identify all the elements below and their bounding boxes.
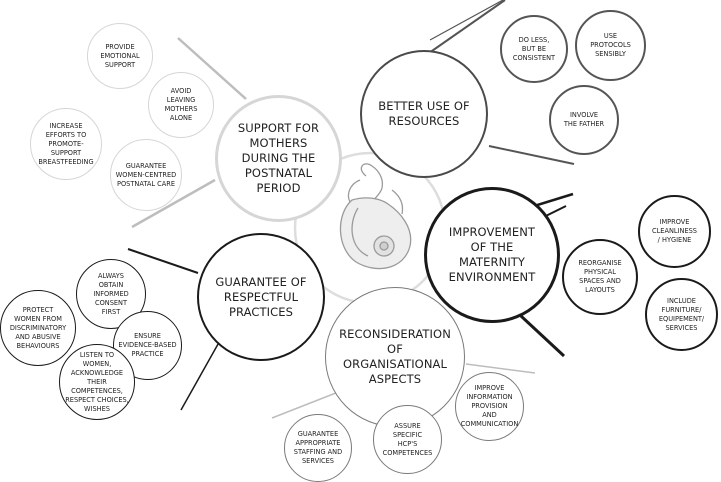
item-avoid-leaving-mothers-alone: AVOID LEAVING MOTHERS ALONE: [148, 72, 214, 138]
item-furniture-label: INCLUDE FURNITURE/ EQUIPEMENT/ SERVICES: [658, 296, 705, 332]
theme-improvement-of-maternity-environment: IMPROVEMENT OF THE MATERNITY ENVIRONMENT: [424, 187, 560, 323]
theme-guarantee-of-respectful-practices: GUARANTEE OF RESPECTFUL PRACTICES: [197, 233, 325, 361]
item-involve-father-label: INVOLVE THE FATHER: [563, 111, 605, 128]
item-assure-specific-hcp-competences: ASSURE SPECIFIC HCP's COMPETENCES: [373, 405, 442, 474]
item-protect-women-label: PROTECT WOMEN FROM DISCRIMINATORY AND AB…: [9, 305, 67, 350]
organisational-connector-2: [465, 363, 536, 374]
item-do-less-label: DO LESS, BUT BE CONSISTENT: [512, 35, 556, 62]
theme-resources-label: BETTER USE OF RESOURCES: [378, 99, 470, 128]
item-listen-to-women: LISTEN TO WOMEN, ACKNOWLEDGE THEIR COMPE…: [59, 344, 135, 420]
support-connector-2: [131, 178, 216, 229]
theme-organisational-label: RECONSIDERATION OF ORGANISATIONAL ASPECT…: [339, 327, 451, 386]
item-do-less-but-be-consistent: DO LESS, BUT BE CONSISTENT: [500, 15, 568, 83]
item-improve-information-provision: IMPROVE INFORMATION PROVISION AND COMMUN…: [455, 372, 524, 441]
theme-respectful-label: GUARANTEE OF RESPECTFUL PRACTICES: [215, 274, 307, 319]
item-involve-the-father: INVOLVE THE FATHER: [549, 85, 619, 155]
item-breastfeeding-label: INCREASE EFFORTS TO PROMOTE- SUPPORT BRE…: [38, 121, 94, 166]
item-consent-label: ALWAYS OBTAIN INFORMED CONSENT FIRST: [93, 271, 129, 316]
support-connector-1: [177, 37, 247, 100]
theme-support-label: SUPPORT FOR MOTHERS DURING THE POSTNATAL…: [237, 121, 320, 195]
item-use-protocols-label: USE PROTOCOLS SENSIBLY: [590, 32, 631, 58]
item-women-centred-label: GUARANTEE WOMEN-CENTRED POSTNATAL CARE: [115, 161, 177, 188]
item-guarantee-women-centred-care: GUARANTEE WOMEN-CENTRED POSTNATAL CARE: [110, 139, 182, 211]
item-include-furniture-equipment: INCLUDE FURNITURE/ EQUIPEMENT/ SERVICES: [645, 278, 718, 351]
resources-connector-2: [429, 0, 504, 41]
item-protect-women-from-discrimination: PROTECT WOMEN FROM DISCRIMINATORY AND AB…: [0, 290, 76, 366]
respectful-connector-1: [127, 248, 199, 274]
theme-support-for-mothers: SUPPORT FOR MOTHERS DURING THE POSTNATAL…: [215, 95, 342, 222]
theme-reconsideration-of-organisational-aspects: RECONSIDERATION OF ORGANISATIONAL ASPECT…: [325, 287, 465, 427]
mother-and-baby-icon: [339, 163, 412, 270]
item-increase-breastfeeding-support: INCREASE EFFORTS TO PROMOTE- SUPPORT BRE…: [30, 108, 102, 180]
item-staffing-label: GUARANTEE APPROPRIATE STAFFING AND SERVI…: [293, 430, 343, 465]
theme-better-use-of-resources: BETTER USE OF RESOURCES: [360, 50, 488, 178]
item-information-label: IMPROVE INFORMATION PROVISION AND COMMUN…: [460, 384, 519, 428]
item-listen-label: LISTEN TO WOMEN, ACKNOWLEDGE THEIR COMPE…: [65, 350, 129, 413]
item-use-protocols-sensibly: USE PROTOCOLS SENSIBLY: [575, 10, 646, 81]
item-provide-emotional-support: PROVIDE EMOTIONAL SUPPORT: [87, 23, 153, 89]
respectful-connector-2: [180, 336, 223, 411]
item-cleanliness-label: IMPROVE CLEANLINESS / HYGIENE: [652, 218, 697, 244]
organisational-connector-1: [271, 388, 347, 419]
theme-environment-label: IMPROVEMENT OF THE MATERNITY ENVIRONMENT: [448, 225, 536, 284]
item-reorganise-physical-spaces: REORGANISE PHYSICAL SPACES AND LAYOUTS: [562, 239, 638, 315]
item-avoid-leaving-label: AVOID LEAVING MOTHERS ALONE: [164, 87, 198, 122]
item-guarantee-appropriate-staffing: GUARANTEE APPROPRIATE STAFFING AND SERVI…: [284, 414, 352, 482]
resources-connector-3: [488, 145, 575, 165]
item-evidence-based-label: ENSURE EVIDENCE-BASED PRACTICE: [118, 332, 177, 358]
item-emotional-support-label: PROVIDE EMOTIONAL SUPPORT: [100, 42, 140, 69]
item-hcp-label: ASSURE SPECIFIC HCP's COMPETENCES: [382, 421, 433, 457]
item-reorganise-label: REORGANISE PHYSICAL SPACES AND LAYOUTS: [578, 259, 622, 294]
item-improve-cleanliness-hygiene: IMPROVE CLEANLINESS / HYGIENE: [638, 195, 711, 268]
